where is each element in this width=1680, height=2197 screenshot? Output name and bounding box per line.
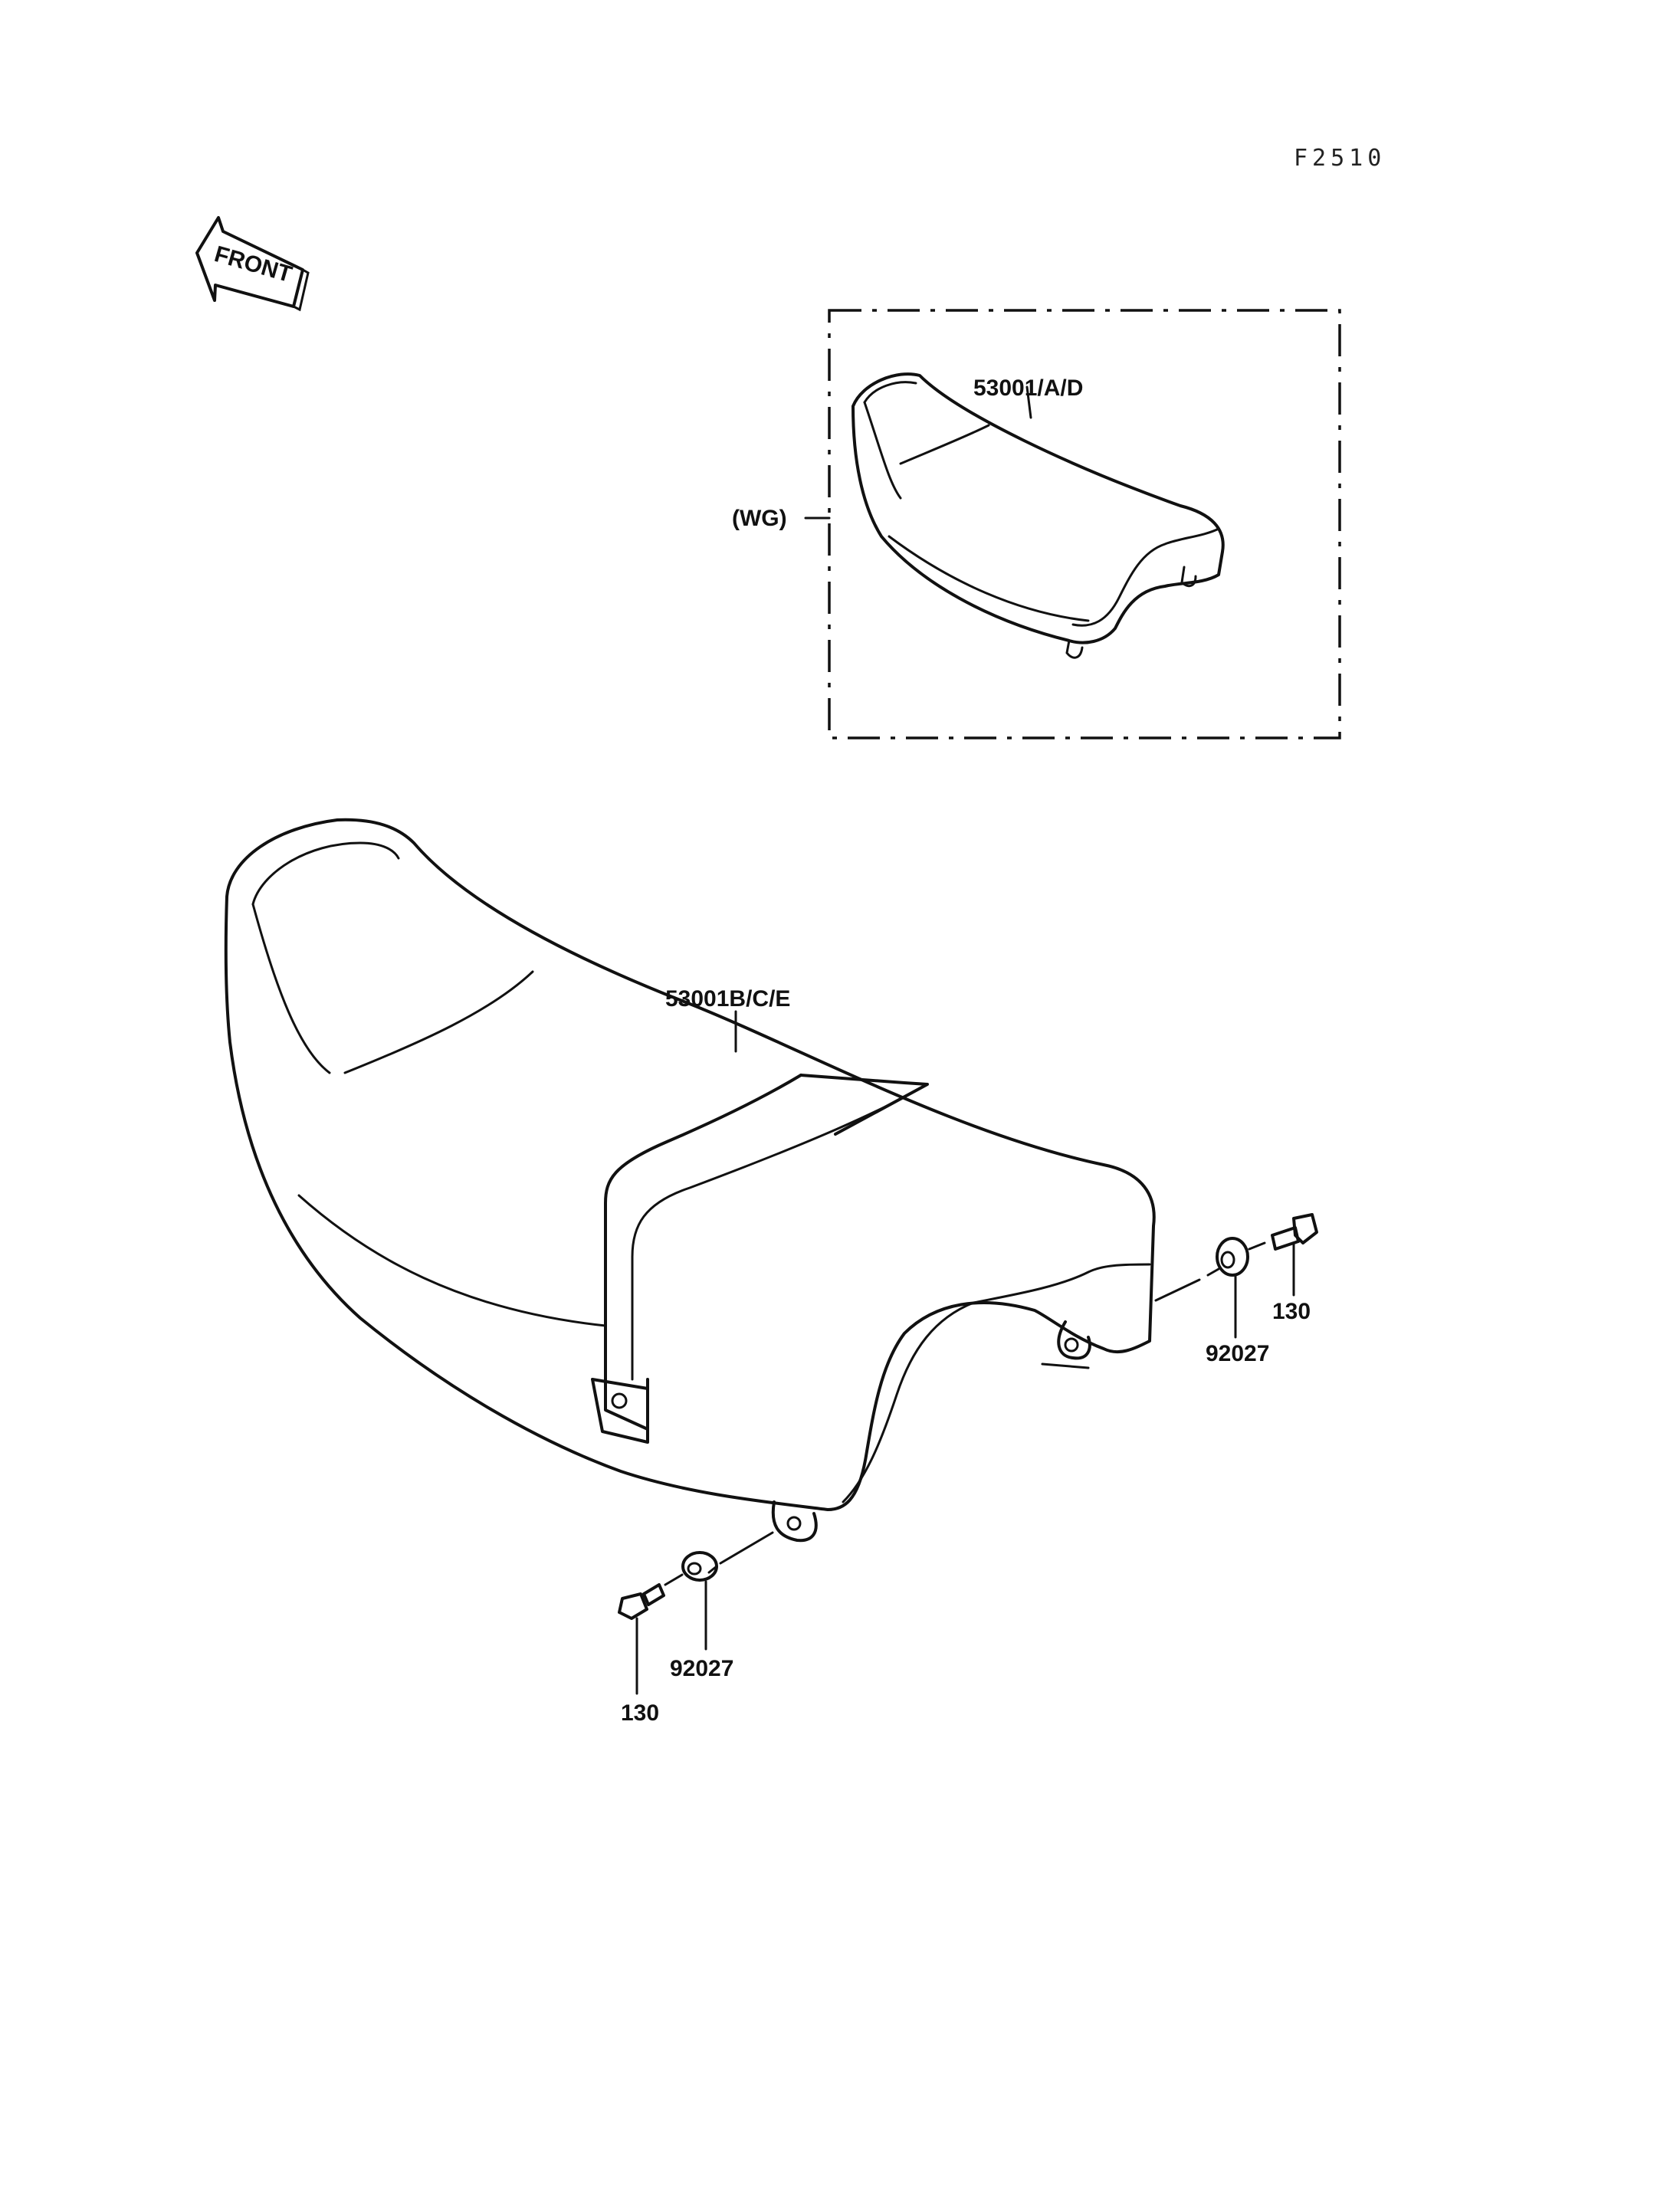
inset-variant-label: (WG) xyxy=(732,506,787,531)
left-washer-part-number: 92027 xyxy=(670,1656,733,1681)
washer-icon xyxy=(1216,1237,1249,1277)
right-bolt-part-number: 130 xyxy=(1272,1299,1311,1324)
main-seat xyxy=(224,818,1156,1543)
inset-seat xyxy=(851,372,1225,659)
washer-icon xyxy=(681,1551,718,1582)
left-bolt-part-number: 130 xyxy=(621,1700,659,1726)
front-arrow-icon xyxy=(195,216,304,308)
right-fastener-group xyxy=(1154,1213,1318,1339)
bolt-icon xyxy=(618,1583,665,1620)
figure-code: F2510 xyxy=(1294,145,1386,172)
inset-seat-part-number: 53001/A/D xyxy=(973,375,1083,401)
main-seat-part-number: 53001B/C/E xyxy=(665,986,790,1012)
bolt-icon xyxy=(1271,1213,1318,1251)
inset-frame xyxy=(828,309,1341,739)
front-arrow: FRONT xyxy=(195,216,310,312)
front-arrow-label: FRONT xyxy=(212,241,294,287)
left-fastener-group xyxy=(618,1531,774,1695)
right-washer-part-number: 92027 xyxy=(1206,1341,1269,1366)
